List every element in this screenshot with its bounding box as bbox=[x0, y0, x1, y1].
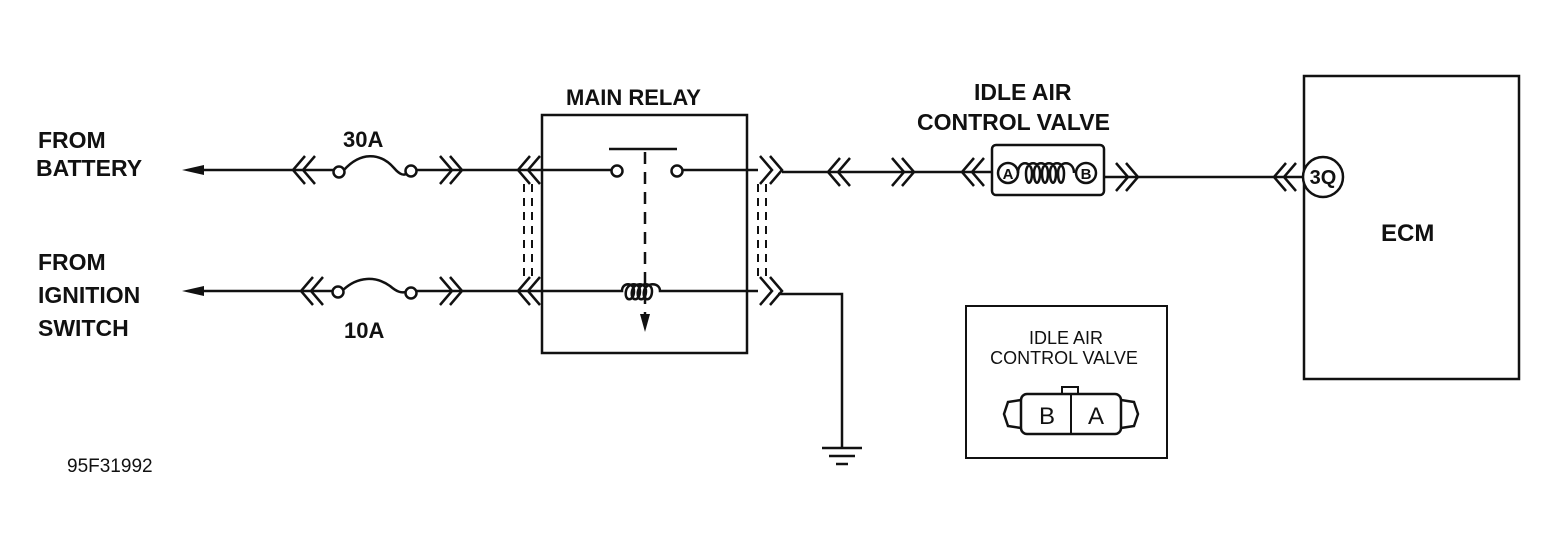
connector-left-cap bbox=[1002, 398, 1022, 430]
connector-pin-b-label: B bbox=[1039, 403, 1055, 430]
battery-label-line1: FROM bbox=[38, 127, 106, 153]
connector-view-frame bbox=[965, 305, 1168, 459]
connector-chevron-icon bbox=[1272, 162, 1297, 192]
connector-chevron-icon bbox=[826, 157, 851, 187]
iacv-label-line2: CONTROL VALVE bbox=[917, 109, 1110, 135]
connector-view-title-line2: CONTROL VALVE bbox=[990, 348, 1138, 368]
ecm-box bbox=[1302, 74, 1521, 381]
connector-chevron-icon bbox=[299, 276, 324, 306]
ground-wire bbox=[778, 292, 844, 448]
connector-right-cap bbox=[1120, 398, 1140, 430]
ecm-component: 3Q ECM bbox=[1301, 74, 1521, 381]
ecm-pin-label: 3Q bbox=[1310, 167, 1337, 189]
iacv-component: IDLE AIR CONTROL VALVE A B bbox=[917, 79, 1110, 197]
iacv-coil-icon bbox=[1016, 162, 1076, 184]
main-relay-box bbox=[540, 113, 749, 355]
iacv-terminal-b-label: B bbox=[1081, 166, 1092, 183]
relay-contact-icon bbox=[670, 164, 684, 178]
connector-pin-a-label: A bbox=[1088, 403, 1104, 430]
connector-chevron-icon bbox=[516, 276, 541, 306]
ignition-circuit: 10A bbox=[182, 276, 612, 343]
ground-circuit bbox=[778, 292, 862, 466]
main-relay-label: MAIN RELAY bbox=[566, 85, 701, 110]
connector-chevron-icon bbox=[516, 155, 541, 185]
connector-chevron-icon bbox=[439, 276, 464, 306]
ignition-label-line3: SWITCH bbox=[38, 315, 129, 341]
connector-chevron-icon bbox=[891, 157, 916, 187]
figure-id: 95F31992 bbox=[67, 456, 153, 477]
fuse-terminal-icon bbox=[332, 165, 346, 179]
fuse-terminal-icon bbox=[331, 285, 345, 299]
fuse-30a-label: 30A bbox=[343, 127, 383, 152]
fuse-terminal-icon bbox=[404, 164, 418, 178]
connector-chevron-icon bbox=[960, 157, 985, 187]
battery-circuit: 30A bbox=[182, 127, 612, 185]
iacv-terminal-a-label: A bbox=[1003, 166, 1014, 183]
ecm-pin-3q bbox=[1301, 155, 1345, 199]
fuse-10a-label: 10A bbox=[344, 318, 384, 343]
main-relay: MAIN RELAY bbox=[523, 85, 767, 355]
ecm-label: ECM bbox=[1381, 220, 1434, 247]
relay-coil-icon bbox=[612, 283, 683, 301]
iacv-feed-circuit bbox=[782, 157, 992, 187]
battery-arrow-icon bbox=[182, 165, 204, 175]
ignition-label-line2: IGNITION bbox=[38, 282, 140, 308]
connector-chevron-icon bbox=[759, 155, 784, 185]
relay-contact-icon bbox=[610, 164, 624, 178]
iacv-terminal-b bbox=[1074, 161, 1098, 185]
connector-chevron-icon bbox=[439, 155, 464, 185]
connector-chevron-icon bbox=[759, 276, 784, 306]
connector-chevron-icon bbox=[291, 155, 316, 185]
fuse-10a-icon bbox=[342, 277, 407, 294]
ecm-feed-circuit bbox=[1104, 162, 1306, 192]
connector-chevron-icon bbox=[1115, 162, 1140, 192]
battery-label-line2: BATTERY bbox=[36, 155, 142, 181]
iacv-box bbox=[990, 143, 1106, 197]
fuse-30a-icon bbox=[343, 155, 409, 176]
iacv-label-line1: IDLE AIR bbox=[974, 79, 1072, 105]
ignition-source-label: FROM IGNITION SWITCH bbox=[38, 249, 140, 341]
relay-actuator-arrow-icon bbox=[640, 314, 650, 332]
connector-view: IDLE AIR CONTROL VALVE B A bbox=[965, 305, 1168, 459]
ignition-arrow-icon bbox=[182, 286, 204, 296]
fuse-terminal-icon bbox=[404, 286, 418, 300]
ignition-label-line1: FROM bbox=[38, 249, 106, 275]
battery-source-label: FROM BATTERY bbox=[36, 127, 142, 181]
connector-view-title-line1: IDLE AIR bbox=[1029, 328, 1103, 348]
